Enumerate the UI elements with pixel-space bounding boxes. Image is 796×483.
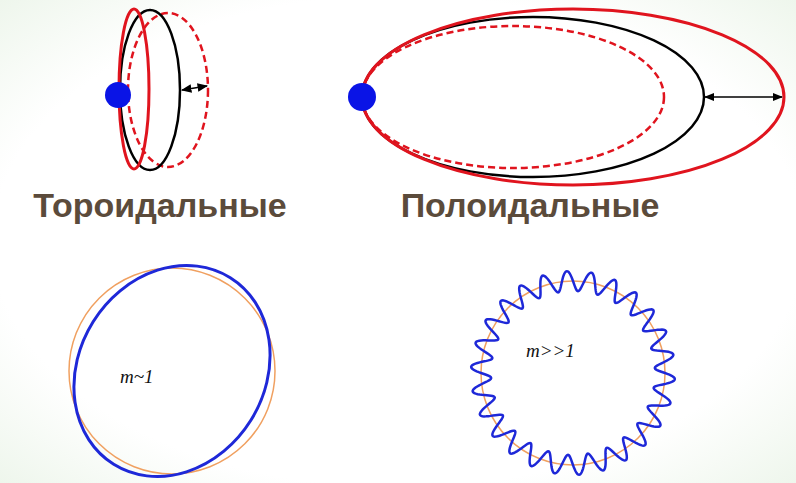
poloidal-field-lines (348, 9, 784, 185)
mode-circle-high-m: m>>1 (468, 268, 678, 478)
poloidal-heading: Полоидальные (401, 186, 660, 225)
unperturbed-circle (481, 281, 665, 465)
mode-outline (56, 262, 288, 480)
toroidal-heading: Тороидальные (33, 186, 286, 225)
toroidal-field-lines (105, 9, 208, 170)
unperturbed-circle (69, 268, 275, 474)
mode-circle-low-m: m~1 (56, 262, 288, 480)
perturbed-ellipse (35, 228, 309, 483)
mode-number: m>>1 (526, 340, 575, 362)
wavy-perturbation (471, 271, 675, 475)
mode-outline (468, 268, 678, 478)
mode-number: m~1 (120, 366, 154, 388)
